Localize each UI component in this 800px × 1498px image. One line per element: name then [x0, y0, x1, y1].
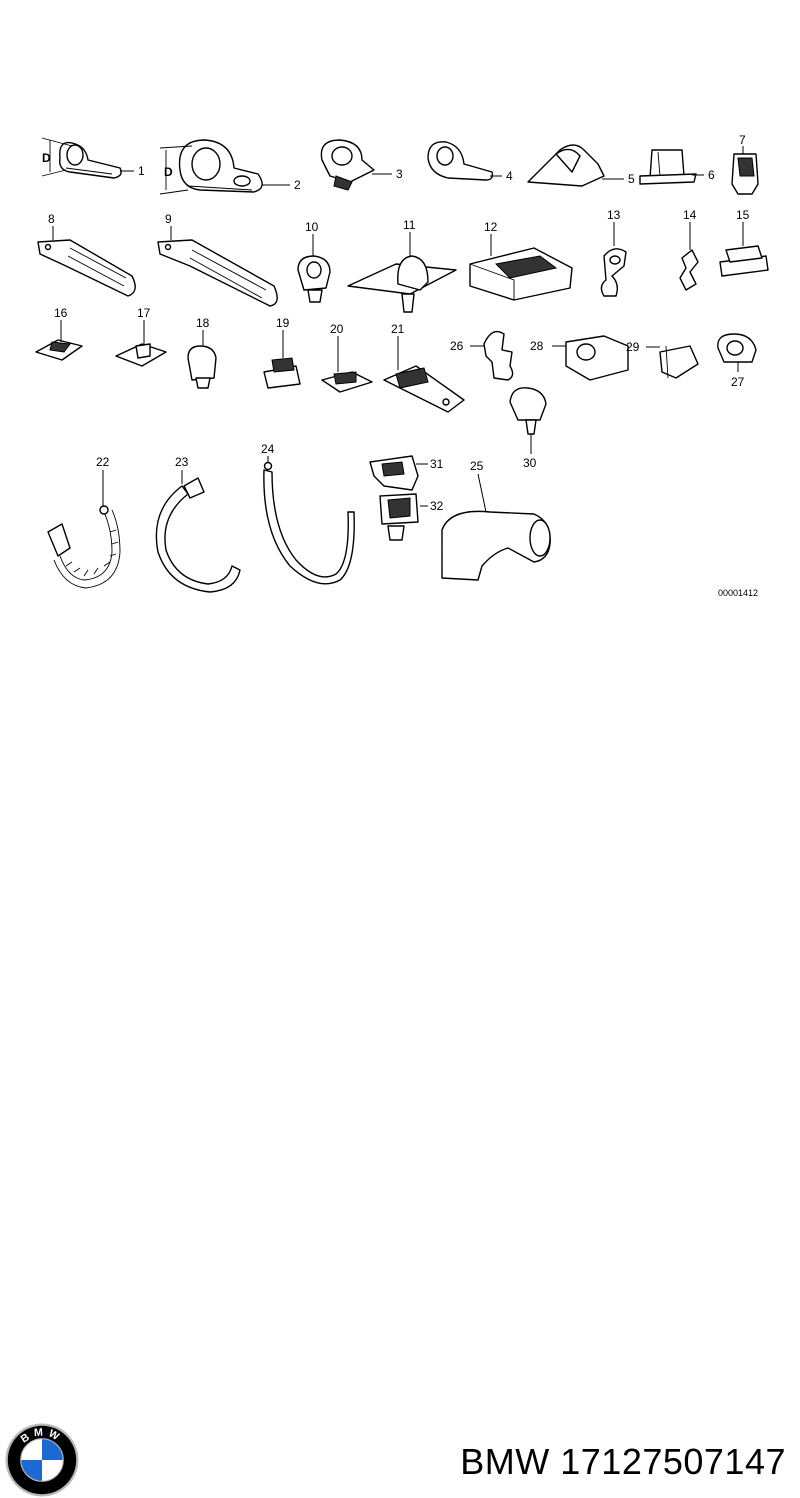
callout-32: 32 — [430, 499, 444, 513]
part-4-clip — [427, 141, 502, 181]
callout-labels: 1 2 3 4 5 6 7 8 9 10 11 12 13 14 15 16 1… — [48, 133, 758, 598]
part-30-clip — [509, 387, 547, 454]
part-20-clip — [321, 336, 373, 393]
callout-8: 8 — [48, 212, 55, 226]
callout-19: 19 — [276, 316, 290, 330]
part-number: 17127507147 — [560, 1441, 786, 1482]
callout-9: 9 — [165, 212, 172, 226]
callout-29: 29 — [626, 340, 640, 354]
footer: BMW BMW 17127507147 — [0, 700, 800, 1497]
parts-diagram: D D — [35, 133, 769, 598]
part-17-clip — [115, 320, 167, 367]
callout-24: 24 — [261, 442, 275, 456]
part-2-p-clamp: D — [159, 139, 290, 195]
callout-27: 27 — [731, 375, 745, 389]
brand-name: BMW — [460, 1441, 550, 1482]
part-19-clip — [263, 330, 301, 389]
part-13-wire-clip — [600, 222, 627, 297]
part-14-wire-clip — [679, 222, 699, 291]
part-15-clip — [719, 222, 769, 277]
part-9-strap — [157, 226, 278, 307]
part-26-wire-clip — [470, 330, 514, 381]
part-31-clip — [369, 455, 428, 491]
callout-1: 1 — [138, 164, 145, 178]
dimension-label-d: D — [164, 165, 173, 179]
dimension-label-d: D — [42, 151, 51, 165]
part-8-strap — [37, 226, 136, 297]
callout-31: 31 — [430, 457, 444, 471]
callout-17: 17 — [137, 306, 151, 320]
callout-18: 18 — [196, 316, 210, 330]
callout-7: 7 — [739, 133, 746, 147]
callout-23: 23 — [175, 455, 189, 469]
part-27-clip — [717, 333, 757, 372]
part-16-clip — [35, 320, 83, 361]
callout-22: 22 — [96, 455, 110, 469]
callout-20: 20 — [330, 322, 344, 336]
part-28-saddle-clip — [552, 335, 629, 381]
part-22-wire-loom — [47, 470, 121, 589]
part-24-band-clamp — [263, 456, 355, 585]
callout-25: 25 — [470, 459, 484, 473]
part-23-band-clamp — [155, 470, 241, 593]
callout-10: 10 — [305, 220, 319, 234]
callout-13: 13 — [607, 208, 621, 222]
part-1-p-clamp: D — [41, 137, 134, 179]
part-7-clip — [731, 146, 759, 195]
bmw-logo-icon: BMW — [5, 1423, 79, 1497]
part-18-clip — [187, 330, 217, 389]
part-12-clip-housing — [469, 234, 573, 301]
part-32-clip — [379, 493, 428, 541]
part-25-rubber-boot — [441, 473, 551, 581]
part-11-plate-clip — [347, 232, 457, 313]
callout-15: 15 — [736, 208, 750, 222]
callout-16: 16 — [54, 306, 68, 320]
drawing-number: 00001412 — [718, 588, 758, 598]
part-21-clip — [383, 336, 465, 413]
part-6-clip — [639, 149, 704, 185]
callout-11: 11 — [403, 218, 416, 232]
part-5-clip — [527, 144, 624, 187]
callout-2: 2 — [294, 178, 301, 192]
callout-4: 4 — [506, 169, 513, 183]
callout-21: 21 — [391, 322, 405, 336]
part-10-clip — [297, 234, 331, 303]
part-29-clip — [646, 345, 699, 379]
callout-14: 14 — [683, 208, 697, 222]
callout-6: 6 — [708, 168, 715, 182]
callout-30: 30 — [523, 456, 537, 470]
callout-26: 26 — [450, 339, 464, 353]
part-3-clip — [320, 139, 392, 191]
callout-28: 28 — [530, 339, 544, 353]
brand-part-number: BMW 17127507147 — [460, 1437, 786, 1487]
callout-3: 3 — [396, 167, 403, 181]
callout-12: 12 — [484, 220, 498, 234]
callout-5: 5 — [628, 172, 635, 186]
